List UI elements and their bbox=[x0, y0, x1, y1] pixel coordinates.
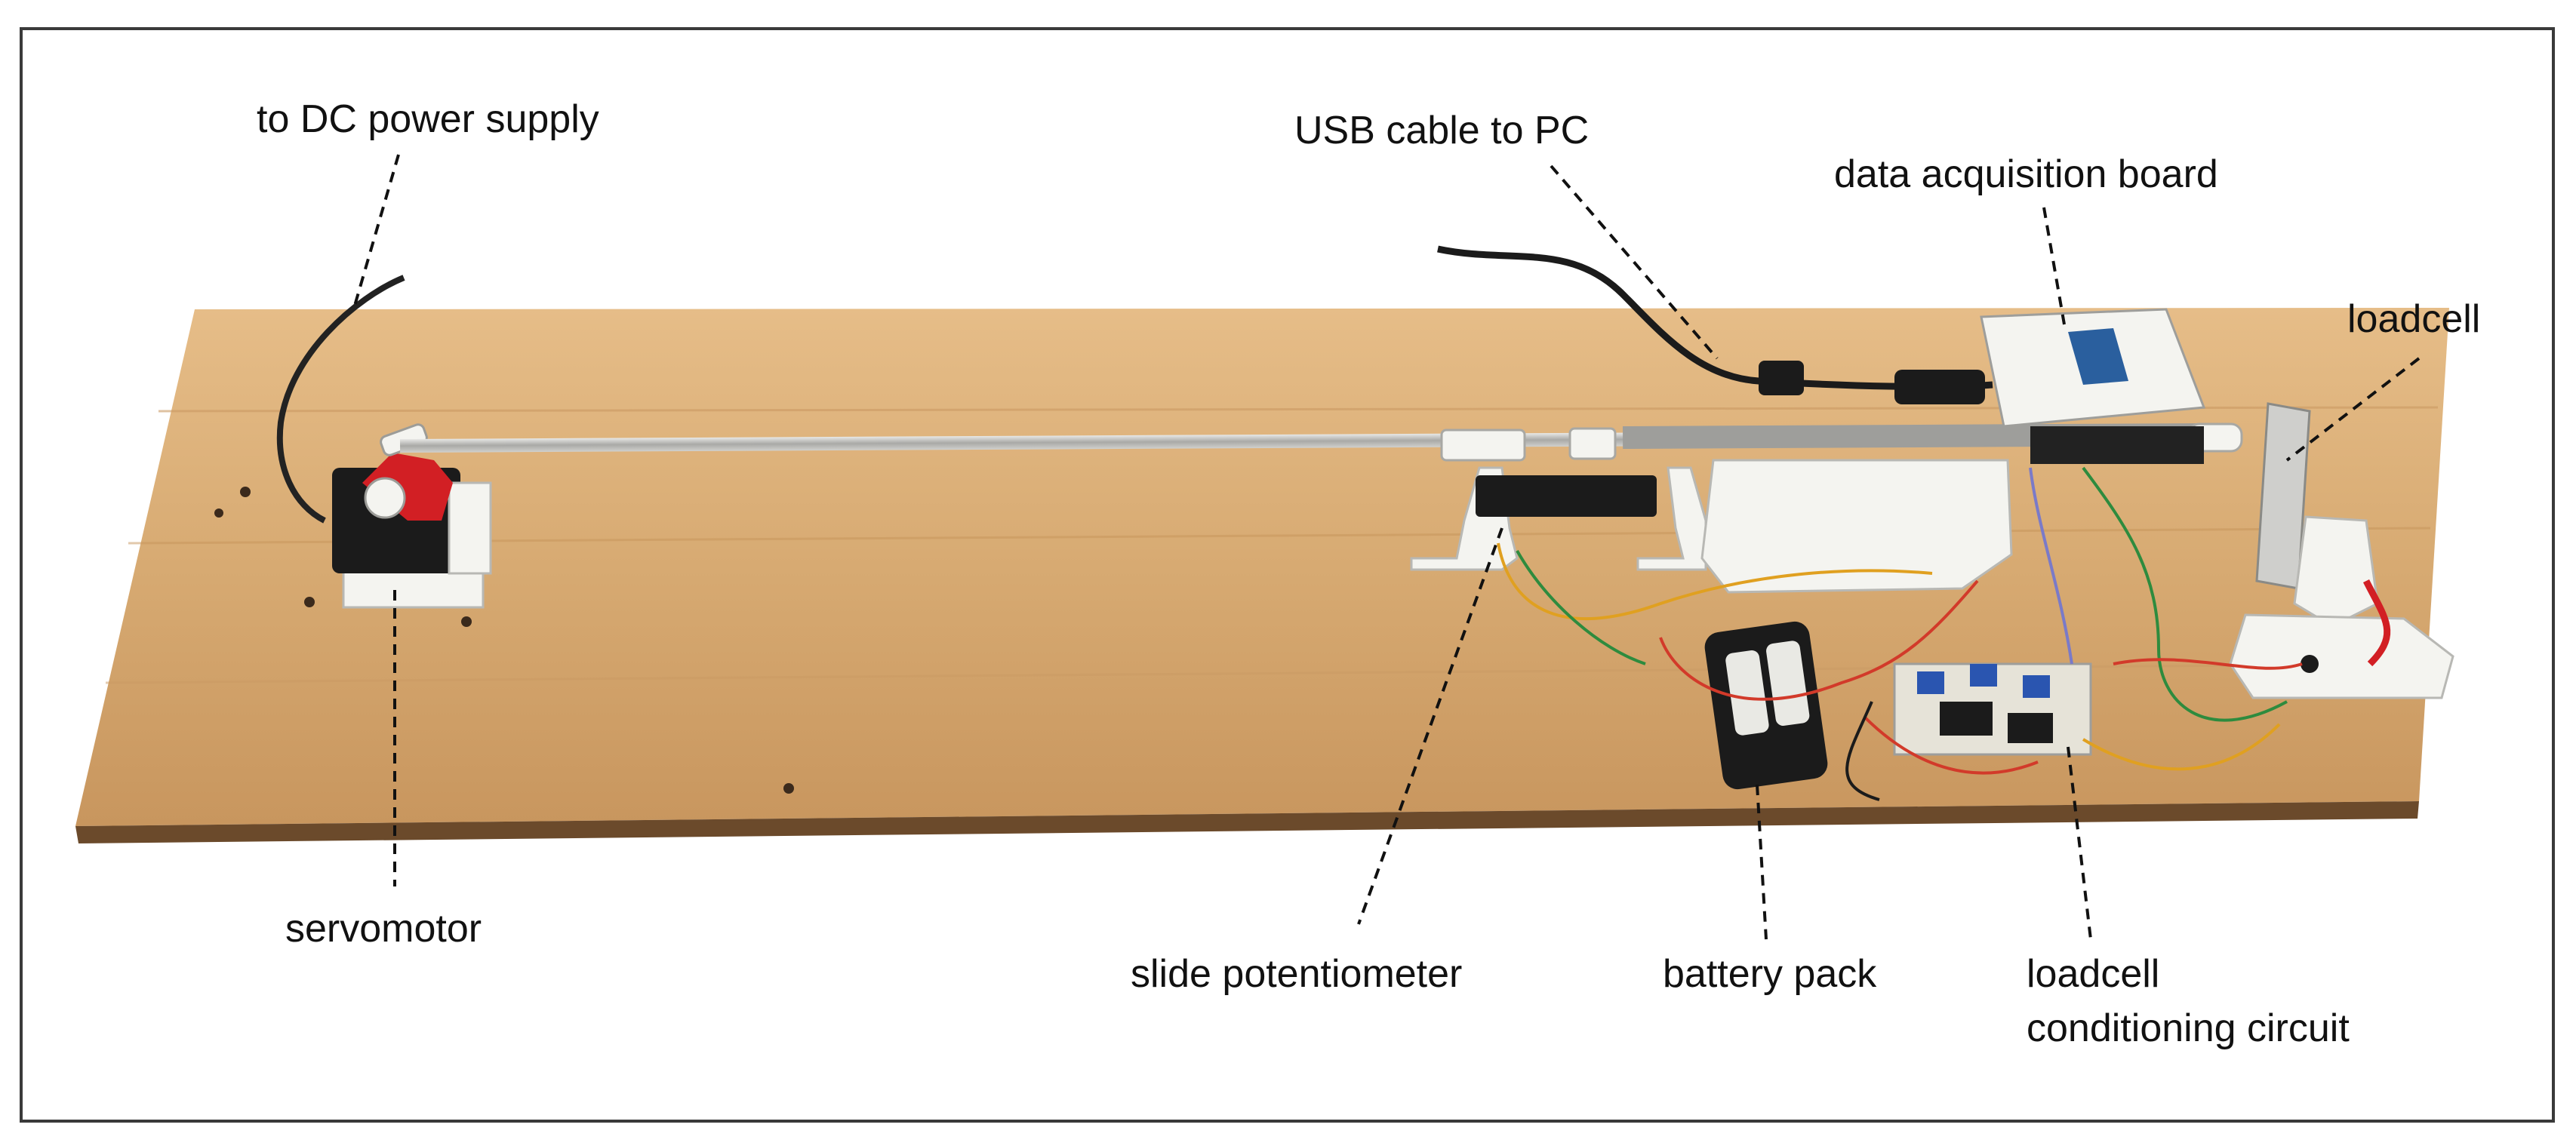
data-acquisition-board bbox=[1980, 308, 2206, 464]
leader-power bbox=[353, 154, 400, 306]
leader-circuit bbox=[2067, 746, 2092, 940]
leader-usb bbox=[1550, 164, 1719, 360]
power-cable bbox=[276, 275, 405, 524]
conditioning-circuit bbox=[1893, 662, 2092, 756]
label-battery-pack: battery pack bbox=[1663, 952, 1877, 996]
label-circuit-line1: loadcell bbox=[2027, 952, 2159, 996]
label-servomotor: servomotor bbox=[285, 907, 482, 951]
label-usb-cable: USB cable to PC bbox=[1294, 109, 1589, 152]
leader-lines bbox=[353, 154, 2421, 940]
label-daq-board: data acquisition board bbox=[1834, 152, 2218, 196]
leader-pot bbox=[1357, 527, 1503, 925]
leader-daq bbox=[2042, 207, 2066, 325]
label-power-supply: to DC power supply bbox=[257, 97, 599, 141]
loadcell bbox=[2229, 402, 2454, 699]
labels: to DC power supply USB cable to PC data … bbox=[257, 97, 2480, 1050]
label-slide-potentiometer: slide potentiometer bbox=[1131, 952, 1462, 996]
battery-pack bbox=[1704, 621, 1828, 790]
wiring bbox=[1497, 466, 2303, 801]
leader-battery bbox=[1756, 784, 1768, 940]
label-loadcell: loadcell bbox=[2347, 297, 2480, 341]
printed-housing bbox=[1700, 459, 2013, 594]
slide-potentiometer bbox=[1410, 466, 1707, 571]
servomotor-assembly bbox=[332, 423, 492, 609]
label-circuit-line2: conditioning circuit bbox=[2027, 1006, 2350, 1050]
leader-loadcell bbox=[2285, 357, 2421, 462]
